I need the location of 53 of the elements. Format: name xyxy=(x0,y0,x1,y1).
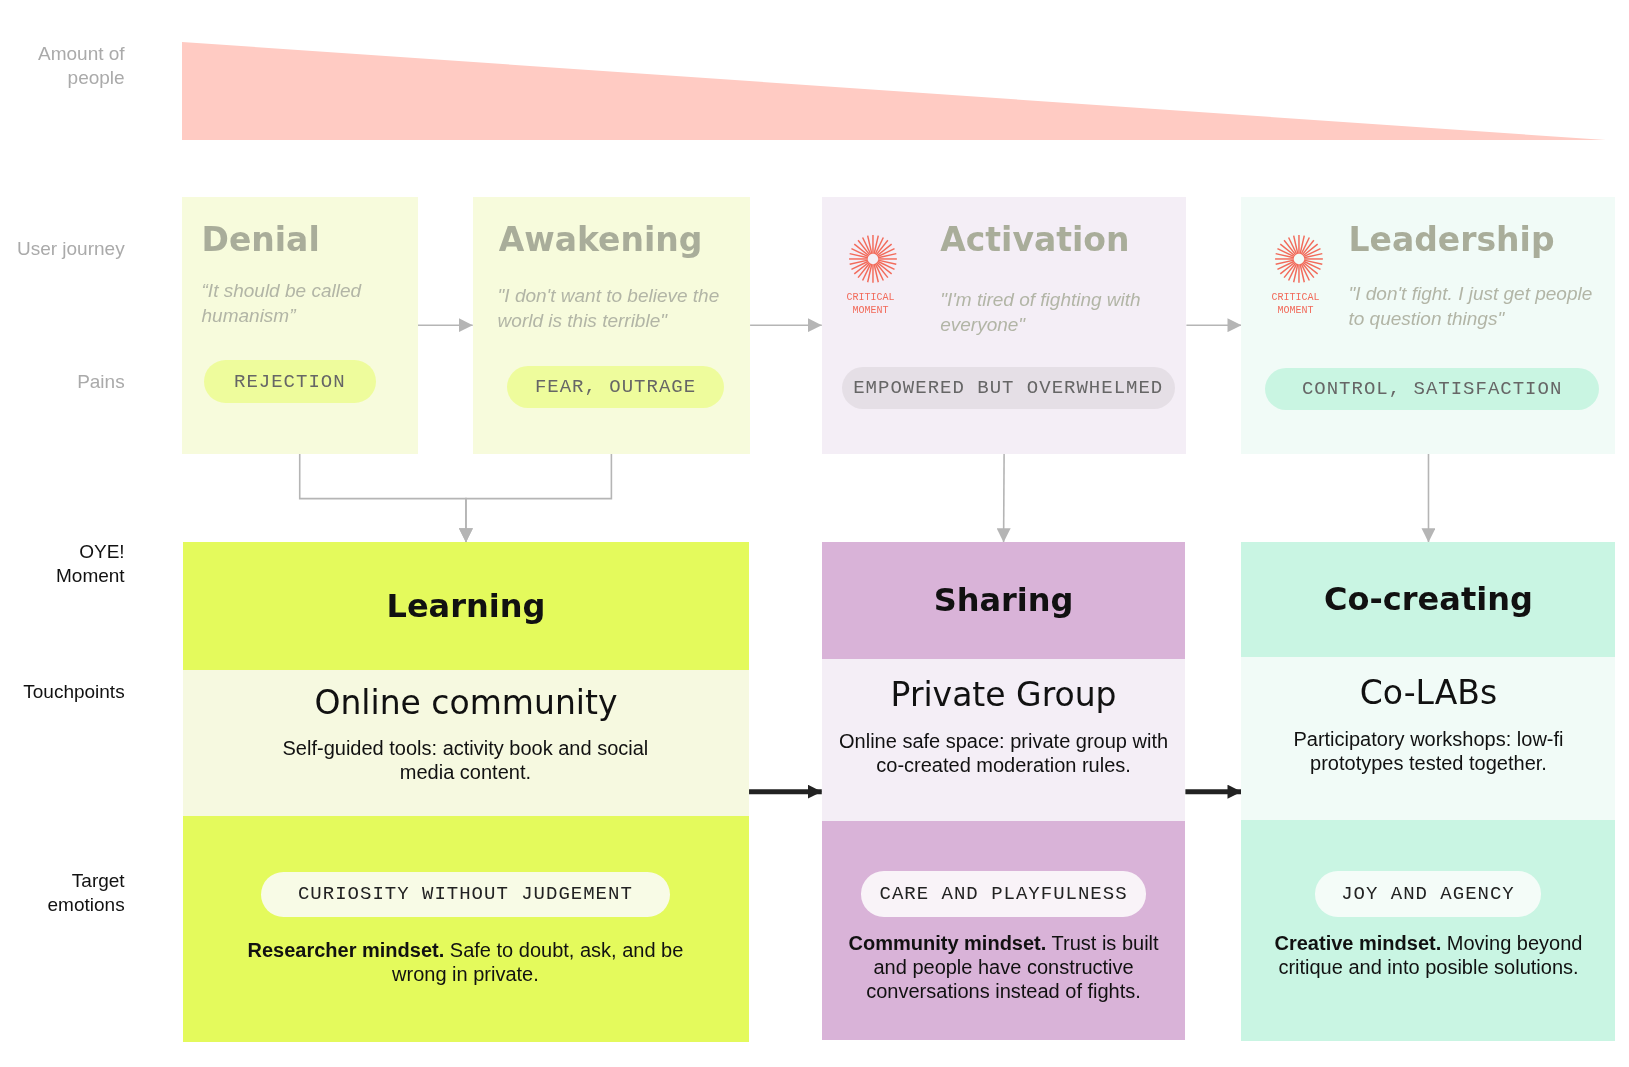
critical-moment-label: CRITICAL MOMENT xyxy=(845,290,896,317)
arrow xyxy=(996,453,1011,544)
row-label: Touchpoints xyxy=(22,680,125,705)
mindset-description: Community mindset. Trust is built and people have constructive conversations instead of fights. xyxy=(847,930,1160,1003)
touchpoint-description: Online safe space: private group with co-created moderation rules. xyxy=(838,729,1170,778)
row-label: Pains xyxy=(76,369,125,394)
mindset-description: Researcher mindset. Safe to doubt, ask, and be wrong in private. xyxy=(247,938,684,987)
mindset-description: Creative mindset. Moving beyond critique and into posible solutions. xyxy=(1273,930,1584,979)
emotion-tag: CARE AND PLAYFULNESS xyxy=(861,870,1146,918)
quote-text: "I'm tired of fighting with everyone" xyxy=(940,287,1142,337)
touchpoint-panel xyxy=(182,670,750,816)
row-label: Target emotions xyxy=(46,868,125,917)
emotion-tag: CURIOSITY WITHOUT JUDGEMENT xyxy=(260,871,671,918)
touchpoint-panel xyxy=(821,658,1186,821)
arrow xyxy=(1421,453,1436,544)
phase-header: Learning xyxy=(182,542,750,671)
touchpoint-title: Private Group xyxy=(889,675,1118,715)
touchpoint-panel xyxy=(1241,656,1616,820)
row-label: User journey xyxy=(15,236,125,261)
arrow xyxy=(749,318,823,333)
critical-moment-label: CRITICAL MOMENT xyxy=(1270,290,1321,317)
pain-tag: EMPOWERED BUT OVERWHELMED xyxy=(841,366,1175,410)
journey-stage-card xyxy=(821,197,1187,454)
journey-stage-card xyxy=(472,197,751,454)
touchpoint-description: Participatory workshops: low-fi prototypes tested together. xyxy=(1292,727,1565,776)
arrow xyxy=(749,784,822,799)
pain-tag: REJECTION xyxy=(203,360,377,404)
emotion-panel xyxy=(182,815,750,1042)
emotion-panel xyxy=(821,820,1186,1040)
stage-title: Denial xyxy=(201,220,321,260)
phase-header: Sharing xyxy=(821,542,1186,659)
journey-stage-card xyxy=(181,197,418,454)
stage-title: Leadership xyxy=(1348,220,1556,260)
pain-tag: CONTROL, SATISFACTION xyxy=(1265,367,1599,411)
touchpoint-description: Self-guided tools: activity book and social media content. xyxy=(281,735,650,784)
touchpoint-title: Co-LABs xyxy=(1358,673,1499,713)
row-label: Amount of people xyxy=(37,41,125,90)
pain-tag: FEAR, OUTRAGE xyxy=(506,365,725,409)
arrow xyxy=(458,453,613,544)
arrow xyxy=(1185,318,1243,333)
journey-stage-card xyxy=(1241,197,1616,454)
stage-title: Activation xyxy=(940,220,1131,260)
arrow xyxy=(416,318,474,333)
emotion-tag: JOY AND AGENCY xyxy=(1315,870,1541,918)
row-label: OYE! Moment xyxy=(55,540,125,589)
stage-title: Awakening xyxy=(498,220,704,260)
phase-header: Co-creating xyxy=(1241,542,1616,657)
arrow xyxy=(1185,784,1242,799)
emotion-panel xyxy=(1241,819,1616,1041)
quote-text: "I don't fight. I just get people to question things" xyxy=(1348,281,1594,331)
touchpoint-title: Online community xyxy=(313,682,619,722)
quote-text: “It should be called humanism” xyxy=(201,279,363,329)
quote-text: "I don't want to believe the world is this terrible" xyxy=(497,283,721,333)
